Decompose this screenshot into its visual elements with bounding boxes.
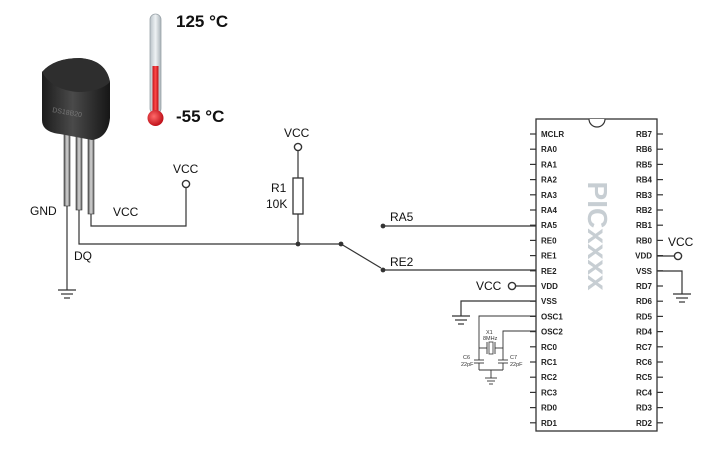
left-vcc-label: VCC xyxy=(476,279,502,293)
chip-pin-label: RE2 xyxy=(541,267,557,276)
chip-pin-label: RD2 xyxy=(636,419,653,428)
chip-pin-label: RB2 xyxy=(636,206,653,215)
chip-pin-label: RB5 xyxy=(636,160,653,169)
gnd-label: GND xyxy=(30,204,57,218)
r1-vcc-label: VCC xyxy=(284,126,310,140)
crystal-ground-wire xyxy=(479,369,503,378)
re2-switch-label: RE2 xyxy=(390,255,414,269)
chip-pin-label: RC1 xyxy=(541,358,558,367)
chip-pin-label: RC6 xyxy=(636,358,653,367)
right-vcc-terminal-icon xyxy=(673,251,683,261)
pic-chip: PICxxxx xyxy=(535,118,658,432)
capacitor-c7-icon xyxy=(498,348,508,370)
vcc-terminal-label: VCC xyxy=(173,162,199,176)
chip-pin-label: RA1 xyxy=(541,160,558,169)
vcc-terminal-icon xyxy=(181,179,191,189)
chip-pin-label: RA3 xyxy=(541,191,558,200)
chip-pin-label: RC0 xyxy=(541,343,558,352)
chip-pin-label: RE1 xyxy=(541,252,557,261)
c6-name-label: C6 xyxy=(463,355,470,361)
chip-pin-label: RC3 xyxy=(541,388,558,397)
thermometer-icon xyxy=(147,13,164,126)
chip-pin-label: RD6 xyxy=(636,297,653,306)
min-temp-label: -55 °C xyxy=(176,107,224,126)
osc2-wire xyxy=(502,330,536,348)
chip-pin-label: VSS xyxy=(636,267,653,276)
osc1-wire xyxy=(478,315,536,348)
chip-pin-label: RA5 xyxy=(541,221,558,230)
chip-pin-label: RA2 xyxy=(541,176,558,185)
chip-pin-label: VDD xyxy=(635,252,652,261)
chip-pin-label: RC7 xyxy=(636,343,653,352)
chip-pin-label: RD3 xyxy=(636,404,653,413)
chip-pin-label: OSC2 xyxy=(541,328,563,337)
r1-name-label: R1 xyxy=(271,181,287,195)
switch-lever-icon xyxy=(340,243,382,269)
capacitor-c6-icon xyxy=(474,348,484,370)
chip-pin-label: RA0 xyxy=(541,145,558,154)
ground-icon xyxy=(58,289,76,299)
chip-pin-label: RB0 xyxy=(636,236,653,245)
dq-wire xyxy=(78,210,298,245)
sensor-vcc-wire xyxy=(90,188,187,227)
chip-pin-label: RB7 xyxy=(636,130,653,139)
chip-pin-label: RC2 xyxy=(541,373,558,382)
chip-pin-label: RE0 xyxy=(541,236,557,245)
chip-name-label: PICxxxx xyxy=(582,182,613,291)
max-temp-label: 125 °C xyxy=(176,12,228,31)
right-vcc-label: VCC xyxy=(668,235,694,249)
left-vss-wire xyxy=(460,300,536,316)
ground-icon xyxy=(485,377,497,385)
chip-pin-label: RB6 xyxy=(636,145,653,154)
chip-pin-label: RB1 xyxy=(636,221,653,230)
resistor-icon xyxy=(292,177,304,215)
crystal-freq-label: 8MHz xyxy=(483,336,498,342)
dq-label: DQ xyxy=(74,249,92,263)
chip-pin-label: OSC1 xyxy=(541,312,563,321)
crystal-name-label: X1 xyxy=(486,330,493,336)
crystal-icon xyxy=(479,341,503,355)
chip-pin-label: RD4 xyxy=(636,328,653,337)
chip-pin-label: RD7 xyxy=(636,282,653,291)
chip-pin-label: VDD xyxy=(541,282,558,291)
right-vss-wire xyxy=(657,270,683,294)
r1-value-label: 10K xyxy=(266,197,287,211)
ra5-switch-label: RA5 xyxy=(390,210,414,224)
sensor-vcc-label: VCC xyxy=(113,205,139,219)
chip-pin-label: RD1 xyxy=(541,419,558,428)
chip-pin-label: RB4 xyxy=(636,176,653,185)
left-vcc-terminal-icon xyxy=(507,281,517,291)
chip-pin-label: RD0 xyxy=(541,404,558,413)
ground-icon xyxy=(452,315,470,325)
chip-pin-label: RA4 xyxy=(541,206,558,215)
chip-pin-label: MCLR xyxy=(541,130,564,139)
chip-pin-label: RC4 xyxy=(636,388,653,397)
ds18b20-sensor-icon: DS18B20 xyxy=(42,58,110,215)
chip-pin-label: VSS xyxy=(541,297,558,306)
c7-name-label: C7 xyxy=(510,355,517,361)
ground-icon xyxy=(673,293,691,303)
c7-value-label: 22pF xyxy=(510,362,523,368)
chip-pin-label: RC5 xyxy=(636,373,653,382)
chip-pin-label: RD5 xyxy=(636,312,653,321)
r1-vcc-terminal-icon xyxy=(293,142,303,152)
c6-value-label: 22pF xyxy=(461,362,474,368)
chip-pin-label: RB3 xyxy=(636,191,653,200)
